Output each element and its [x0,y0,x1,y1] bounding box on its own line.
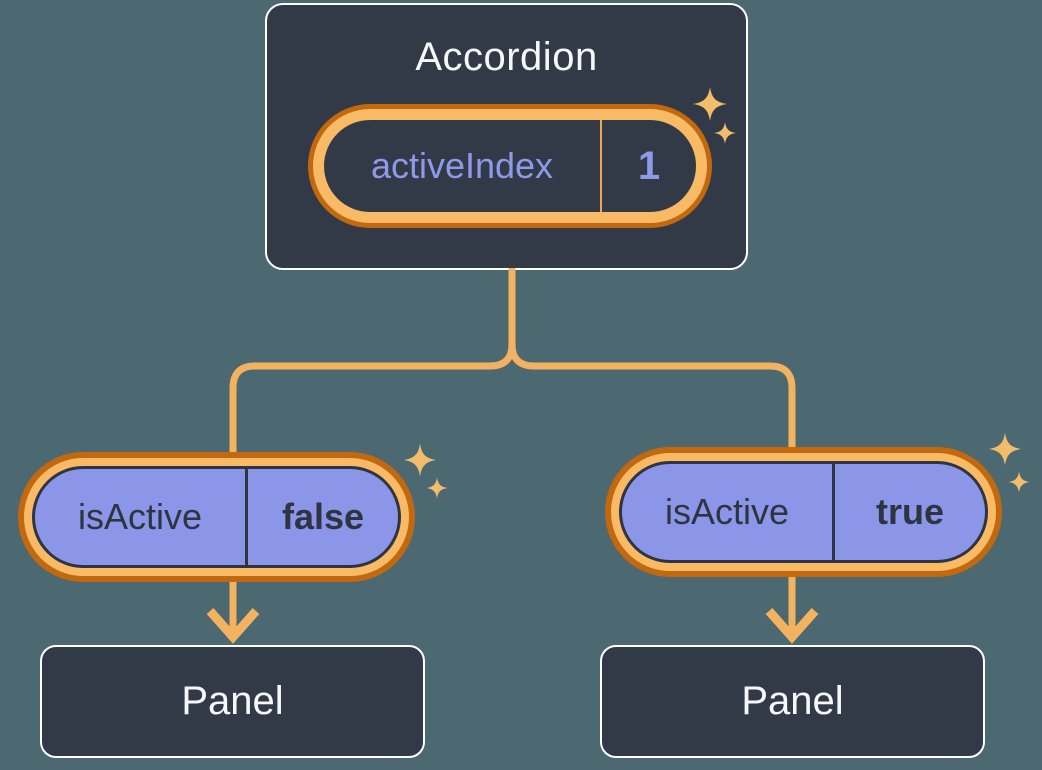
prop-pill-false-divider [245,469,248,565]
sparkle-icon [988,432,1022,466]
tree-branches [229,268,796,458]
panel-right-label: Panel [741,679,844,723]
prop-pill-true-ring: isActive true [611,453,996,571]
sparkle-icon [693,87,727,121]
arrow-left-icon [206,580,260,644]
prop-name-left: isActive [77,496,203,537]
accordion-title: Accordion [415,35,598,79]
branch-right-line [508,268,796,453]
sparkle-icon [403,443,437,477]
state-value: 1 [637,143,661,188]
panel-left-label: Panel [181,679,284,723]
prop-value-right: true [875,491,944,532]
sparkle-icon [426,477,448,499]
prop-pill-false: isActive false [18,452,415,582]
branch-left-line [229,268,516,458]
state-name: activeIndex [370,145,554,186]
state-pill-ring: activeIndex 1 [313,109,707,223]
panel-node-right: Panel [600,645,985,758]
prop-name-right: isActive [664,491,790,532]
arrow-right-icon [765,576,819,644]
sparkle-icon [1008,471,1030,493]
prop-value-left: false [281,496,365,537]
prop-pill-true-divider [832,464,835,560]
state-pill-divider [600,120,602,212]
state-pill: activeIndex 1 [308,104,712,228]
prop-pill-false-body: isActive false [32,466,401,568]
prop-pill-true: isActive true [605,447,1002,577]
state-pill-body: activeIndex 1 [324,120,696,212]
prop-pill-true-body: isActive true [619,461,988,563]
prop-pill-false-ring: isActive false [24,458,409,576]
panel-node-left: Panel [40,645,425,758]
sparkle-icon [714,122,736,144]
